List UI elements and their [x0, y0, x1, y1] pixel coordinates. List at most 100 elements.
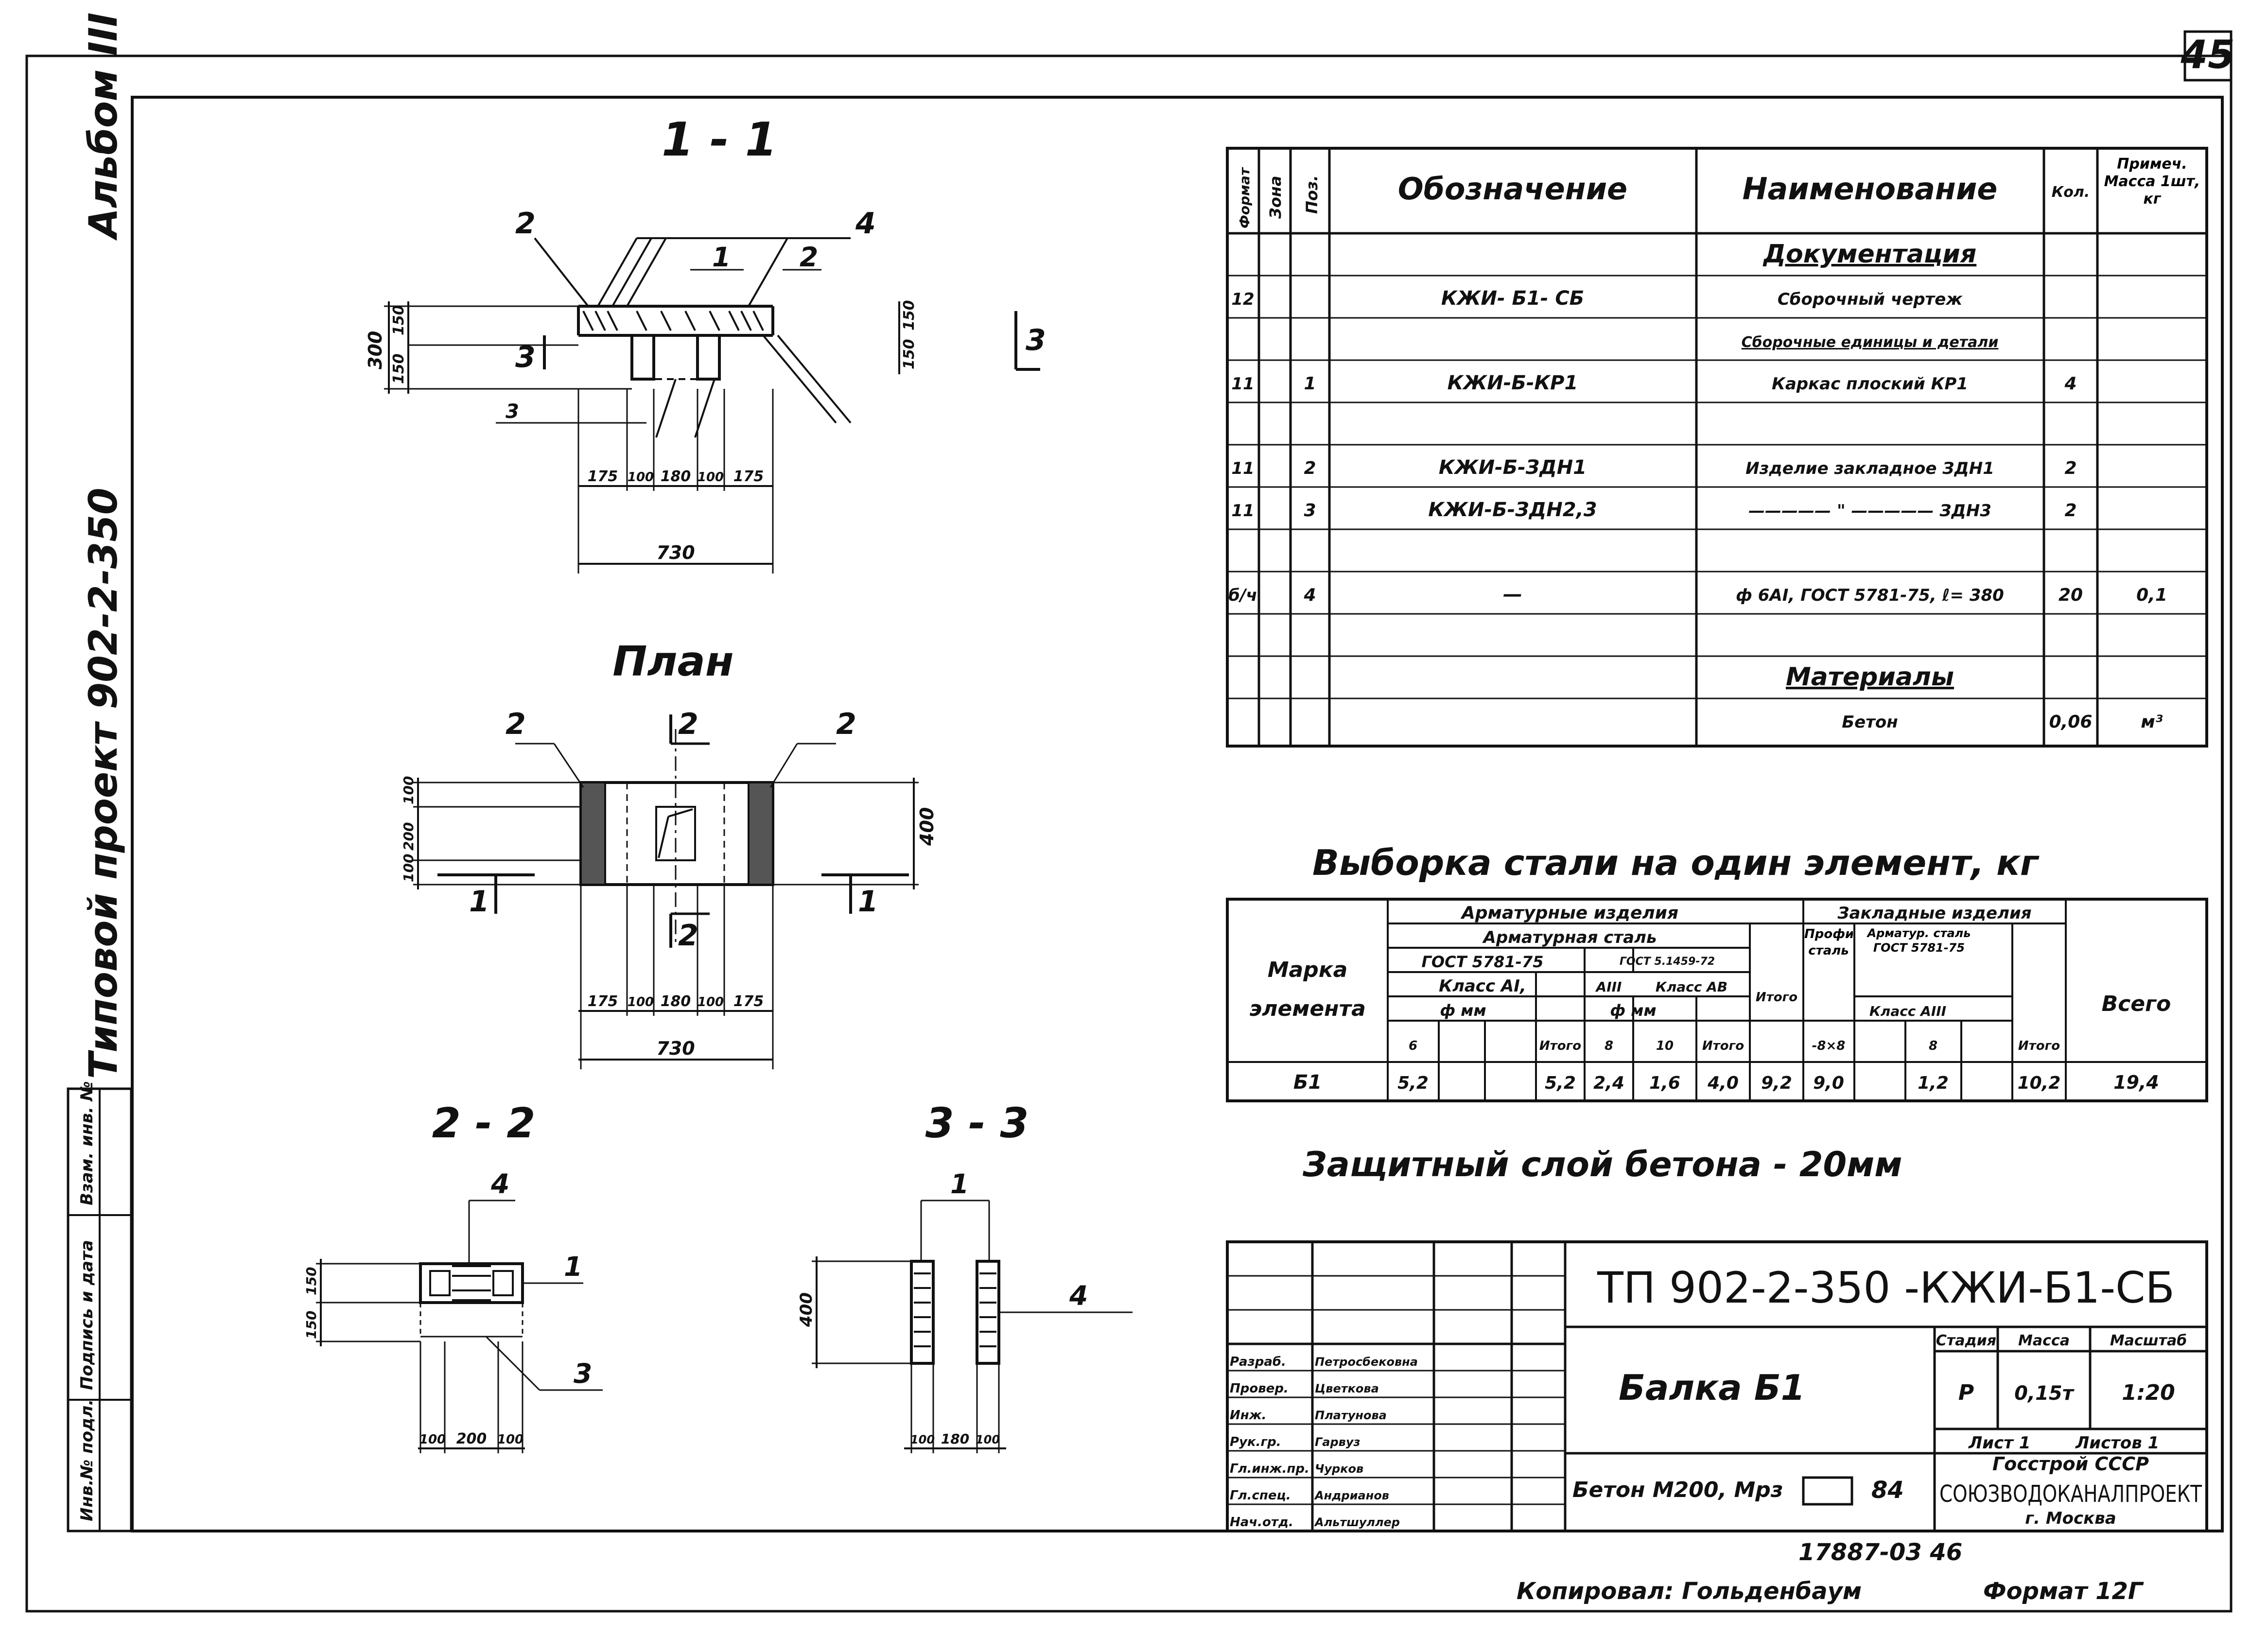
plan-dim-2: 180 [661, 993, 691, 1010]
steel-h-gost2: ГОСТ 5.1459-72 [1620, 956, 1715, 968]
spec-row-designation: КЖИ-Б-ЗДН2,3 [1428, 499, 1597, 521]
tb-mass: 0,15т [2014, 1382, 2075, 1405]
plan-callout-2b: 2 [836, 707, 856, 741]
tb-code: ТП 902-2-350 -КЖИ-Б1-СБ [1597, 1263, 2175, 1313]
inner-frame [131, 96, 2224, 1532]
project-label: Типовой проект 902-2-350 [81, 487, 126, 1079]
tb-name: Балка Б1 [1619, 1367, 1805, 1408]
steel-table: Выборка стали на один элемент, кг [1226, 842, 2208, 1102]
s11-callout-2a: 2 [515, 207, 536, 241]
s22-dim-2: 100 [497, 1432, 523, 1447]
tb-concrete: Бетон М200, Мрз [1572, 1478, 1783, 1502]
plan-mark-2b: 2 [678, 919, 698, 953]
spec-h-zone: Зона [1266, 176, 1285, 219]
tb-scale: 1:20 [2122, 1380, 2175, 1405]
spec-row-format: 12 [1231, 290, 1254, 309]
s33-callout-4: 4 [1069, 1280, 1088, 1311]
steel-subheader: Итого [2018, 1039, 2060, 1053]
s11-callout-4: 4 [855, 207, 876, 241]
spec-row-pos: 4 [1303, 585, 1316, 605]
s11-dim-2: 180 [661, 468, 691, 485]
steel-h-fmm2: ф мм [1610, 1001, 1656, 1020]
spec-row-format: 11 [1231, 501, 1254, 521]
spec-h-note-wrap: Примеч. Масса 1шт, кг [2104, 156, 2200, 208]
tb-person-name: Платунова [1315, 1409, 1387, 1422]
s33-dim-2: 100 [976, 1433, 1000, 1446]
spec-row-name: Изделие закладное ЗДН1 [1745, 459, 1994, 478]
plan-h: 400 [916, 807, 938, 846]
s11-dim-0: 175 [588, 468, 618, 485]
steel-h-itogo: Итого [1756, 990, 1797, 1005]
tb-person-role: Провер. [1230, 1381, 1289, 1396]
steel-h-profil-wrap: Профильная сталь [1804, 927, 1853, 958]
steel-row-value: 1,6 [1649, 1073, 1680, 1093]
s11-callout-2b: 2 [800, 242, 818, 273]
s22-callout-4: 4 [490, 1168, 509, 1200]
s11-dim-1: 100 [628, 470, 654, 485]
spec-row-qty: 2 [2064, 501, 2076, 521]
spec-h-format: Формат [1237, 167, 1253, 228]
steel-row-value: 5,2 [1545, 1073, 1576, 1093]
s22-callout-3: 3 [574, 1358, 592, 1389]
steel-subheader: 10 [1656, 1039, 1674, 1053]
s22-h2: 150 [303, 1311, 319, 1339]
s11-total: 730 [656, 542, 695, 563]
title-block: ТП 902-2-350 -КЖИ-Б1-СБ Балка Б1 Бетон М… [1226, 1240, 2208, 1532]
s33-dim-1: 180 [941, 1431, 969, 1447]
stamp-sign: Подпись и дата [77, 1240, 97, 1390]
tb-concrete-val: 84 [1871, 1477, 1904, 1504]
s11-mark-3c: 3 [506, 400, 519, 423]
s11-height: 300 [365, 331, 386, 369]
plan-title: План [612, 638, 733, 686]
steel-h-armst2: Арматур. сталь ГОСТ 5781-75 [1867, 926, 1971, 955]
steel-h-profil: Профильная сталь [1804, 927, 1853, 958]
s22-h1: 150 [303, 1267, 319, 1295]
tb-person-role: Разраб. [1230, 1355, 1286, 1369]
plan-mark-2a: 2 [678, 707, 698, 741]
s22-callout-1: 1 [564, 1251, 582, 1282]
s11-callout-1: 1 [712, 242, 731, 273]
s11-h-bot: 150 [390, 353, 407, 384]
spec-row-pos: 3 [1304, 501, 1316, 521]
steel-h-fmm: ф мм [1440, 1001, 1486, 1020]
plan-dim-0: 175 [588, 993, 618, 1010]
stamp-inv: Инв.№ подл. [77, 1399, 97, 1521]
spec-h-designation: Обозначение [1398, 171, 1627, 207]
s11-mark-3b: 3 [1026, 323, 1046, 357]
spec-row-pos: 1 [1304, 374, 1316, 394]
plan-dim-4: 175 [733, 993, 764, 1010]
tb-person-role: Нач.отд. [1230, 1515, 1293, 1530]
spec-row-name: ————— " ————— ЗДН3 [1748, 501, 1991, 521]
section-1-1-title: 1 - 1 [662, 113, 777, 167]
outer-frame [25, 54, 2233, 1613]
steel-row-total: 19,4 [2113, 1072, 2159, 1093]
plan-dim-1: 100 [628, 995, 654, 1009]
s33-height: 400 [797, 1292, 816, 1327]
tb-org2: СОЮЗВОДОКАНАЛПРОЕКТ [1939, 1480, 2202, 1508]
s33-callout-1: 1 [950, 1168, 969, 1200]
steel-row-value: 9,2 [1761, 1073, 1792, 1093]
tb-person-name: Гарвуз [1315, 1435, 1360, 1449]
s11-dim-3: 100 [698, 470, 724, 485]
steel-h-klass3: Класс АIII [1869, 1003, 1946, 1019]
spec-row-qty: 4 [2064, 374, 2076, 394]
tb-stage-h: Стадия [1936, 1332, 1996, 1349]
spec-row-designation: — [1503, 583, 1522, 606]
specification-table: Формат Зона Поз. Обозначение Наименовани… [1226, 147, 2208, 748]
s11-right-a: 150 [901, 300, 918, 331]
steel-h-aiii: АIII [1595, 979, 1622, 995]
steel-subheader: Итого [1539, 1039, 1581, 1053]
spec-row-pos: 2 [1304, 458, 1316, 478]
album-label: Альбом III [81, 13, 126, 241]
sheet-number: 45 [2180, 32, 2234, 77]
spec-row-designation: КЖИ-Б-КР1 [1448, 372, 1578, 394]
spec-row-qty: 20 [2059, 585, 2083, 605]
tb-person-role: Гл.инж.пр. [1230, 1462, 1309, 1476]
steel-h-klass2: Класс АВ [1656, 979, 1727, 995]
plan-dim-3: 100 [698, 995, 724, 1009]
section-3-3-title: 3 - 3 [925, 1099, 1029, 1148]
plan-callout-2a: 2 [506, 707, 526, 741]
s11-h-top: 150 [390, 305, 407, 335]
